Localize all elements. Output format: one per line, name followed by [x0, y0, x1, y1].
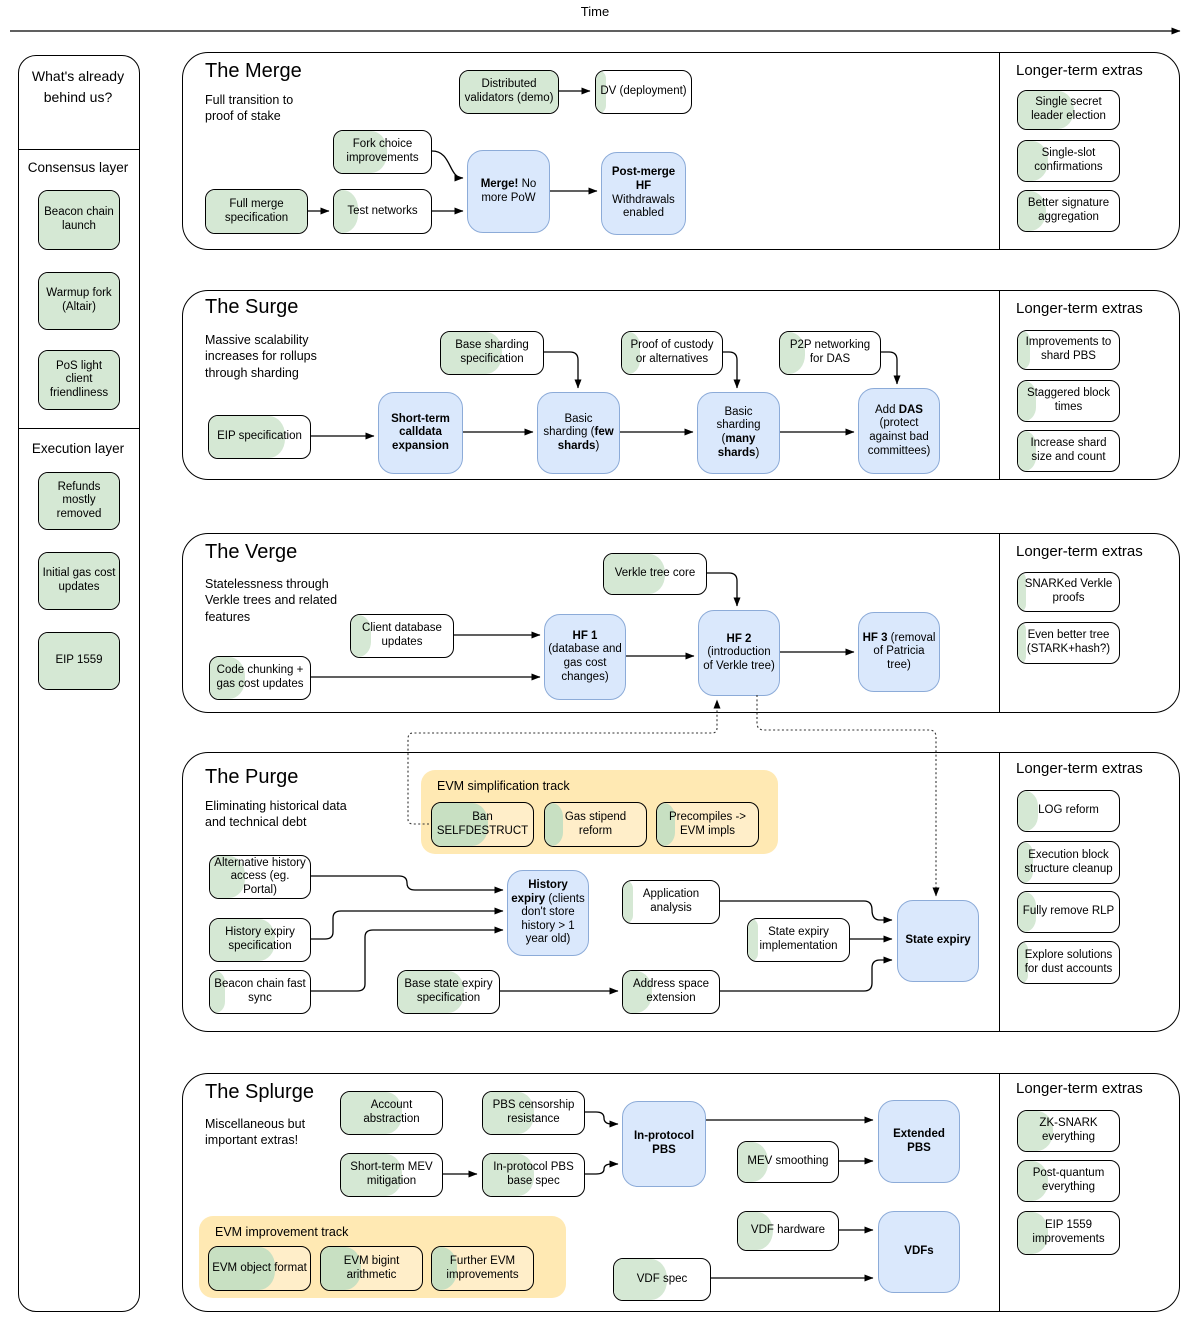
extra-fully-remove-rlp: Fully remove RLP: [1017, 891, 1120, 933]
node-distributed-validators-demo: Distributed validators (demo): [459, 70, 559, 114]
extras-divider: [999, 53, 1000, 249]
merge-subtitle: Full transition to proof of stake: [205, 93, 294, 124]
milestone-vdfs: VDFs: [878, 1211, 960, 1293]
node-further-evm-improvements: Further EVM improvements: [431, 1246, 534, 1291]
node-warmup-fork-altair: Warmup fork (Altair): [38, 272, 120, 330]
node-account-abstraction: Account abstraction: [340, 1091, 443, 1135]
node-evm-bigint-arithmetic: EVM bigint arithmetic: [320, 1246, 423, 1291]
extras-divider: [999, 291, 1000, 479]
node-pbs-censorship-resistance: PBS censorship resistance: [482, 1091, 585, 1135]
milestone-hf-1: HF 1 (database and gas cost changes): [544, 614, 626, 700]
milestone-hf-3: HF 3 (removal of Patricia tree): [858, 612, 940, 692]
node-test-networks: Test networks: [333, 189, 432, 234]
node-beacon-chain-launch: Beacon chain launch: [38, 190, 120, 250]
milestone-extended-pbs: Extended PBS: [878, 1100, 960, 1183]
node-ban-selfdestruct: Ban SELFDESTRUCT: [431, 802, 534, 847]
surge-extras-title: Longer-term extras: [1016, 300, 1143, 317]
milestone-add-das: Add DAS (protect against bad committees): [858, 388, 940, 474]
node-base-state-expiry-specification: Base state expiry specification: [397, 970, 500, 1014]
node-alternative-history-access: Alternative history access (eg. Portal): [209, 855, 311, 899]
node-pos-light-client-friendliness: PoS light client friendliness: [38, 350, 120, 410]
execution-layer-label: Execution layer: [31, 441, 125, 456]
verge-title: The Verge: [205, 541, 298, 563]
purge-extras-title: Longer-term extras: [1016, 760, 1143, 777]
node-state-expiry-implementation: State expiry implementation: [747, 918, 850, 962]
milestone-basic-sharding-many-shards: Basic sharding (many shards): [697, 392, 780, 474]
extra-post-quantum-everything: Post-quantum everything: [1017, 1160, 1120, 1202]
node-address-space-extension: Address space extension: [622, 970, 720, 1014]
sidebar-divider: [19, 428, 139, 429]
verge-extras-title: Longer-term extras: [1016, 543, 1143, 560]
node-dv-deployment: DV (deployment): [595, 70, 692, 114]
node-eip-1559: EIP 1559: [38, 632, 120, 690]
consensus-layer-label: Consensus layer: [27, 160, 129, 175]
sidebar-divider: [19, 149, 139, 150]
node-initial-gas-cost-updates: Initial gas cost updates: [38, 552, 120, 610]
milestone-history-expiry: History expiry (clients don't store hist…: [507, 870, 589, 956]
extra-single-slot-confirmations: Single-slot confirmations: [1017, 140, 1120, 182]
node-precompiles-to-evm-impls: Precompiles -> EVM impls: [656, 802, 759, 847]
milestone-merge: Merge! No more PoW: [467, 150, 550, 233]
node-history-expiry-specification: History expiry specification: [209, 918, 311, 962]
verge-subtitle: Statelessness through Verkle trees and r…: [205, 577, 338, 624]
extra-single-secret-leader-election: Single secret leader election: [1017, 90, 1120, 130]
node-p2p-networking-for-das: P2P networking for DAS: [779, 331, 881, 375]
merge-title: The Merge: [205, 60, 302, 82]
extras-divider: [999, 753, 1000, 1031]
node-gas-stipend-reform: Gas stipend reform: [544, 802, 647, 847]
extra-staggered-block-times: Staggered block times: [1017, 380, 1120, 422]
surge-subtitle: Massive scalability increases for rollup…: [205, 333, 317, 380]
node-evm-object-format: EVM object format: [208, 1246, 311, 1291]
extra-log-reform: LOG reform: [1017, 790, 1120, 832]
extras-divider: [999, 534, 1000, 712]
node-base-sharding-specification: Base sharding specification: [440, 331, 544, 375]
extra-zk-snark-everything: ZK-SNARK everything: [1017, 1110, 1120, 1152]
extra-better-signature-aggregation: Better signature aggregation: [1017, 190, 1120, 232]
node-short-term-mev-mitigation: Short-term MEV mitigation: [340, 1153, 443, 1197]
extra-explore-solutions-for-dust-accounts: Explore solutions for dust accounts: [1017, 941, 1120, 984]
milestone-post-merge-hf: Post-merge HF Withdrawals enabled: [601, 152, 686, 235]
node-vdf-hardware: VDF hardware: [737, 1211, 839, 1251]
milestone-hf-2: HF 2 (introduction of Verkle tree): [698, 610, 780, 696]
node-client-database-updates: Client database updates: [350, 614, 454, 658]
node-application-analysis: Application analysis: [622, 880, 720, 924]
section-the-surge: [182, 290, 1180, 480]
node-beacon-chain-fast-sync: Beacon chain fast sync: [209, 970, 311, 1014]
extras-divider: [999, 1074, 1000, 1311]
node-code-chunking-gas-cost-updates: Code chunking + gas cost updates: [209, 656, 311, 700]
evm-improvement-track-label: EVM improvement track: [215, 1225, 349, 1239]
extra-execution-block-structure-cleanup: Execution block structure cleanup: [1017, 841, 1120, 884]
milestone-short-term-calldata-expansion: Short-term calldata expansion: [378, 392, 463, 474]
milestone-in-protocol-pbs: In-protocol PBS: [622, 1101, 706, 1187]
node-proof-of-custody-or-alternatives: Proof of custody or alternatives: [621, 331, 723, 375]
extra-improvements-to-shard-pbs: Improvements to shard PBS: [1017, 330, 1120, 370]
extra-eip-1559-improvements: EIP 1559 improvements: [1017, 1211, 1120, 1255]
milestone-basic-sharding-few-shards: Basic sharding (few shards): [537, 392, 620, 474]
node-verkle-tree-core: Verkle tree core: [603, 553, 707, 595]
node-full-merge-specification: Full merge specification: [205, 189, 308, 234]
sidebar-title: What's already behind us?: [31, 68, 125, 105]
purge-subtitle: Eliminating historical data and technica…: [205, 799, 347, 830]
node-refunds-mostly-removed: Refunds mostly removed: [38, 472, 120, 530]
evm-simplification-track-label: EVM simplification track: [437, 779, 570, 793]
node-mev-smoothing: MEV smoothing: [737, 1141, 839, 1183]
node-eip-specification: EIP specification: [208, 415, 311, 459]
surge-title: The Surge: [205, 296, 299, 318]
purge-title: The Purge: [205, 766, 299, 788]
extra-increase-shard-size-and-count: Increase shard size and count: [1017, 430, 1120, 472]
merge-extras-title: Longer-term extras: [1016, 62, 1143, 79]
milestone-state-expiry: State expiry: [897, 900, 979, 982]
extra-snarked-verkle-proofs: SNARKed Verkle proofs: [1017, 572, 1120, 612]
extra-even-better-tree: Even better tree (STARK+hash?): [1017, 622, 1120, 664]
time-axis-label: Time: [580, 4, 610, 19]
splurge-extras-title: Longer-term extras: [1016, 1080, 1143, 1097]
node-vdf-spec: VDF spec: [613, 1258, 711, 1301]
node-fork-choice-improvements: Fork choice improvements: [333, 130, 432, 174]
splurge-title: The Splurge: [205, 1081, 314, 1103]
splurge-subtitle: Miscellaneous but important extras!: [205, 1117, 306, 1148]
node-in-protocol-pbs-base-spec: In-protocol PBS base spec: [482, 1153, 585, 1197]
